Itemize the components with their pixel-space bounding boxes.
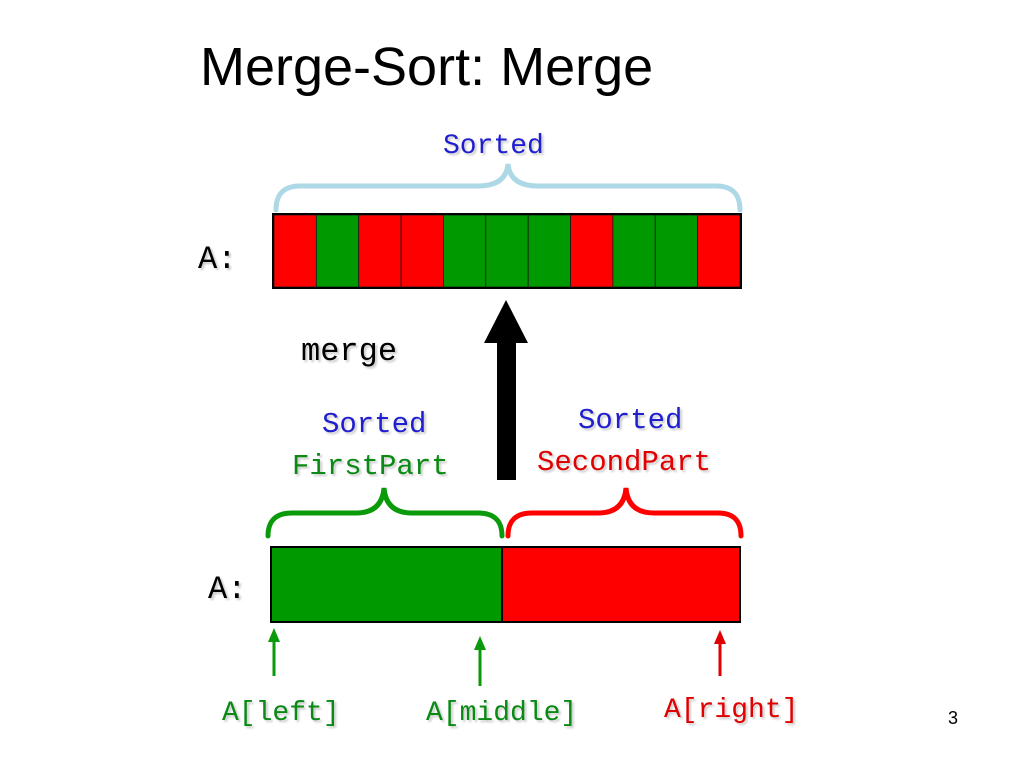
top-array (273, 214, 741, 288)
top-array-cell-green (612, 214, 656, 288)
merge-arrow (484, 300, 528, 480)
middle-pointer-arrow (474, 636, 486, 686)
top-array-cell-red (273, 214, 317, 288)
bottom-array (270, 546, 741, 623)
first-part-label: FirstPart (292, 450, 449, 483)
second-part-brace (505, 487, 744, 539)
bottom-second-part (502, 547, 740, 622)
top-array-cell-red (400, 214, 444, 288)
top-array-cell-green (443, 214, 487, 288)
bottom-array-label: A: (208, 571, 247, 608)
slide-title: Merge-Sort: Merge (200, 37, 654, 97)
second-sorted-label: Sorted (578, 404, 683, 437)
top-sorted-brace (273, 163, 743, 213)
top-array-cell-green (527, 214, 571, 288)
first-sorted-label: Sorted (322, 408, 427, 441)
top-sorted-label: Sorted (443, 131, 544, 162)
middle-pointer-label: A[middle] (426, 698, 578, 729)
top-array-cell-red (358, 214, 402, 288)
second-part-label: SecondPart (537, 446, 712, 479)
left-pointer-label: A[left] (222, 698, 340, 729)
top-array-cell-green (485, 214, 529, 288)
right-pointer-label: A[right] (664, 695, 799, 726)
first-part-brace (265, 487, 505, 539)
top-array-label: A: (198, 241, 237, 278)
merge-label: merge (301, 333, 398, 370)
bottom-first-part (271, 547, 502, 622)
right-pointer-arrow (714, 630, 726, 676)
top-array-cell-red (697, 214, 741, 288)
top-array-cell-green (315, 214, 360, 288)
top-array-cell-green (654, 214, 699, 288)
top-array-cell-red (570, 214, 614, 288)
left-pointer-arrow (268, 628, 280, 676)
bottom-array-border (270, 546, 741, 623)
top-array-border (272, 213, 742, 289)
page-number: 3 (948, 708, 959, 728)
